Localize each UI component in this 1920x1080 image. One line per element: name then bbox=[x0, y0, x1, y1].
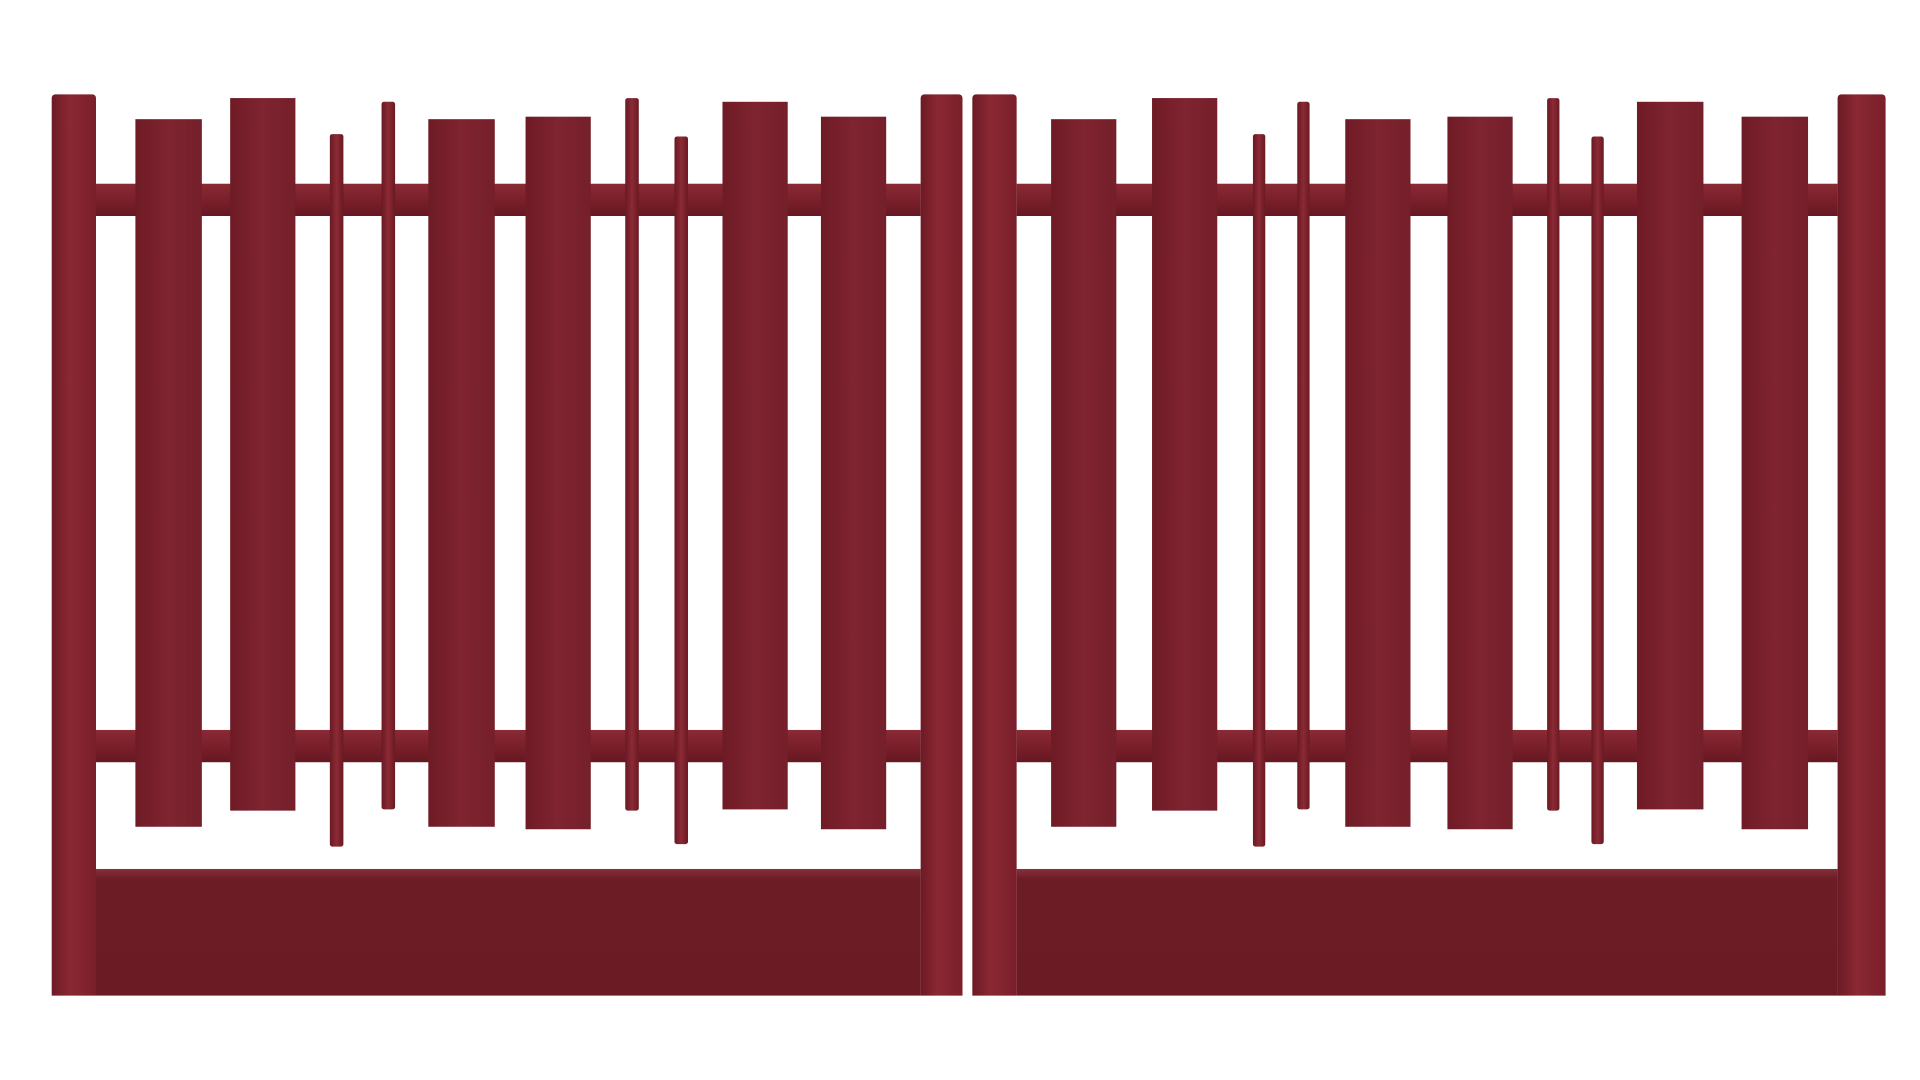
right-post bbox=[1837, 94, 1886, 996]
center-post-right bbox=[972, 94, 1017, 996]
gate-rail bbox=[1016, 183, 1838, 217]
thin-picket bbox=[1591, 136, 1604, 845]
wide-picket bbox=[1447, 116, 1513, 830]
wide-picket bbox=[820, 116, 887, 830]
thin-picket bbox=[625, 98, 639, 811]
wide-picket bbox=[1741, 116, 1809, 830]
wide-picket bbox=[525, 116, 591, 830]
thin-picket bbox=[381, 101, 396, 810]
thin-picket bbox=[1252, 134, 1266, 847]
wide-picket bbox=[1051, 119, 1117, 827]
wide-picket bbox=[135, 119, 202, 827]
center-post-left bbox=[920, 94, 963, 996]
wide-picket bbox=[428, 119, 495, 827]
thin-picket bbox=[1547, 98, 1560, 811]
gate-rail bbox=[96, 183, 921, 217]
thin-picket bbox=[674, 136, 689, 845]
wide-picket bbox=[1152, 98, 1218, 811]
wide-picket bbox=[1345, 119, 1411, 827]
wide-picket bbox=[722, 101, 788, 810]
wide-picket bbox=[230, 98, 296, 811]
wide-picket bbox=[1636, 101, 1704, 810]
gate-rail bbox=[96, 729, 921, 763]
left-post bbox=[51, 94, 97, 996]
bottom-panel-left bbox=[96, 868, 921, 996]
thin-picket bbox=[329, 134, 344, 847]
thin-picket bbox=[1297, 101, 1310, 810]
bottom-panel-right bbox=[1016, 868, 1838, 996]
gate-rail bbox=[1016, 729, 1838, 763]
